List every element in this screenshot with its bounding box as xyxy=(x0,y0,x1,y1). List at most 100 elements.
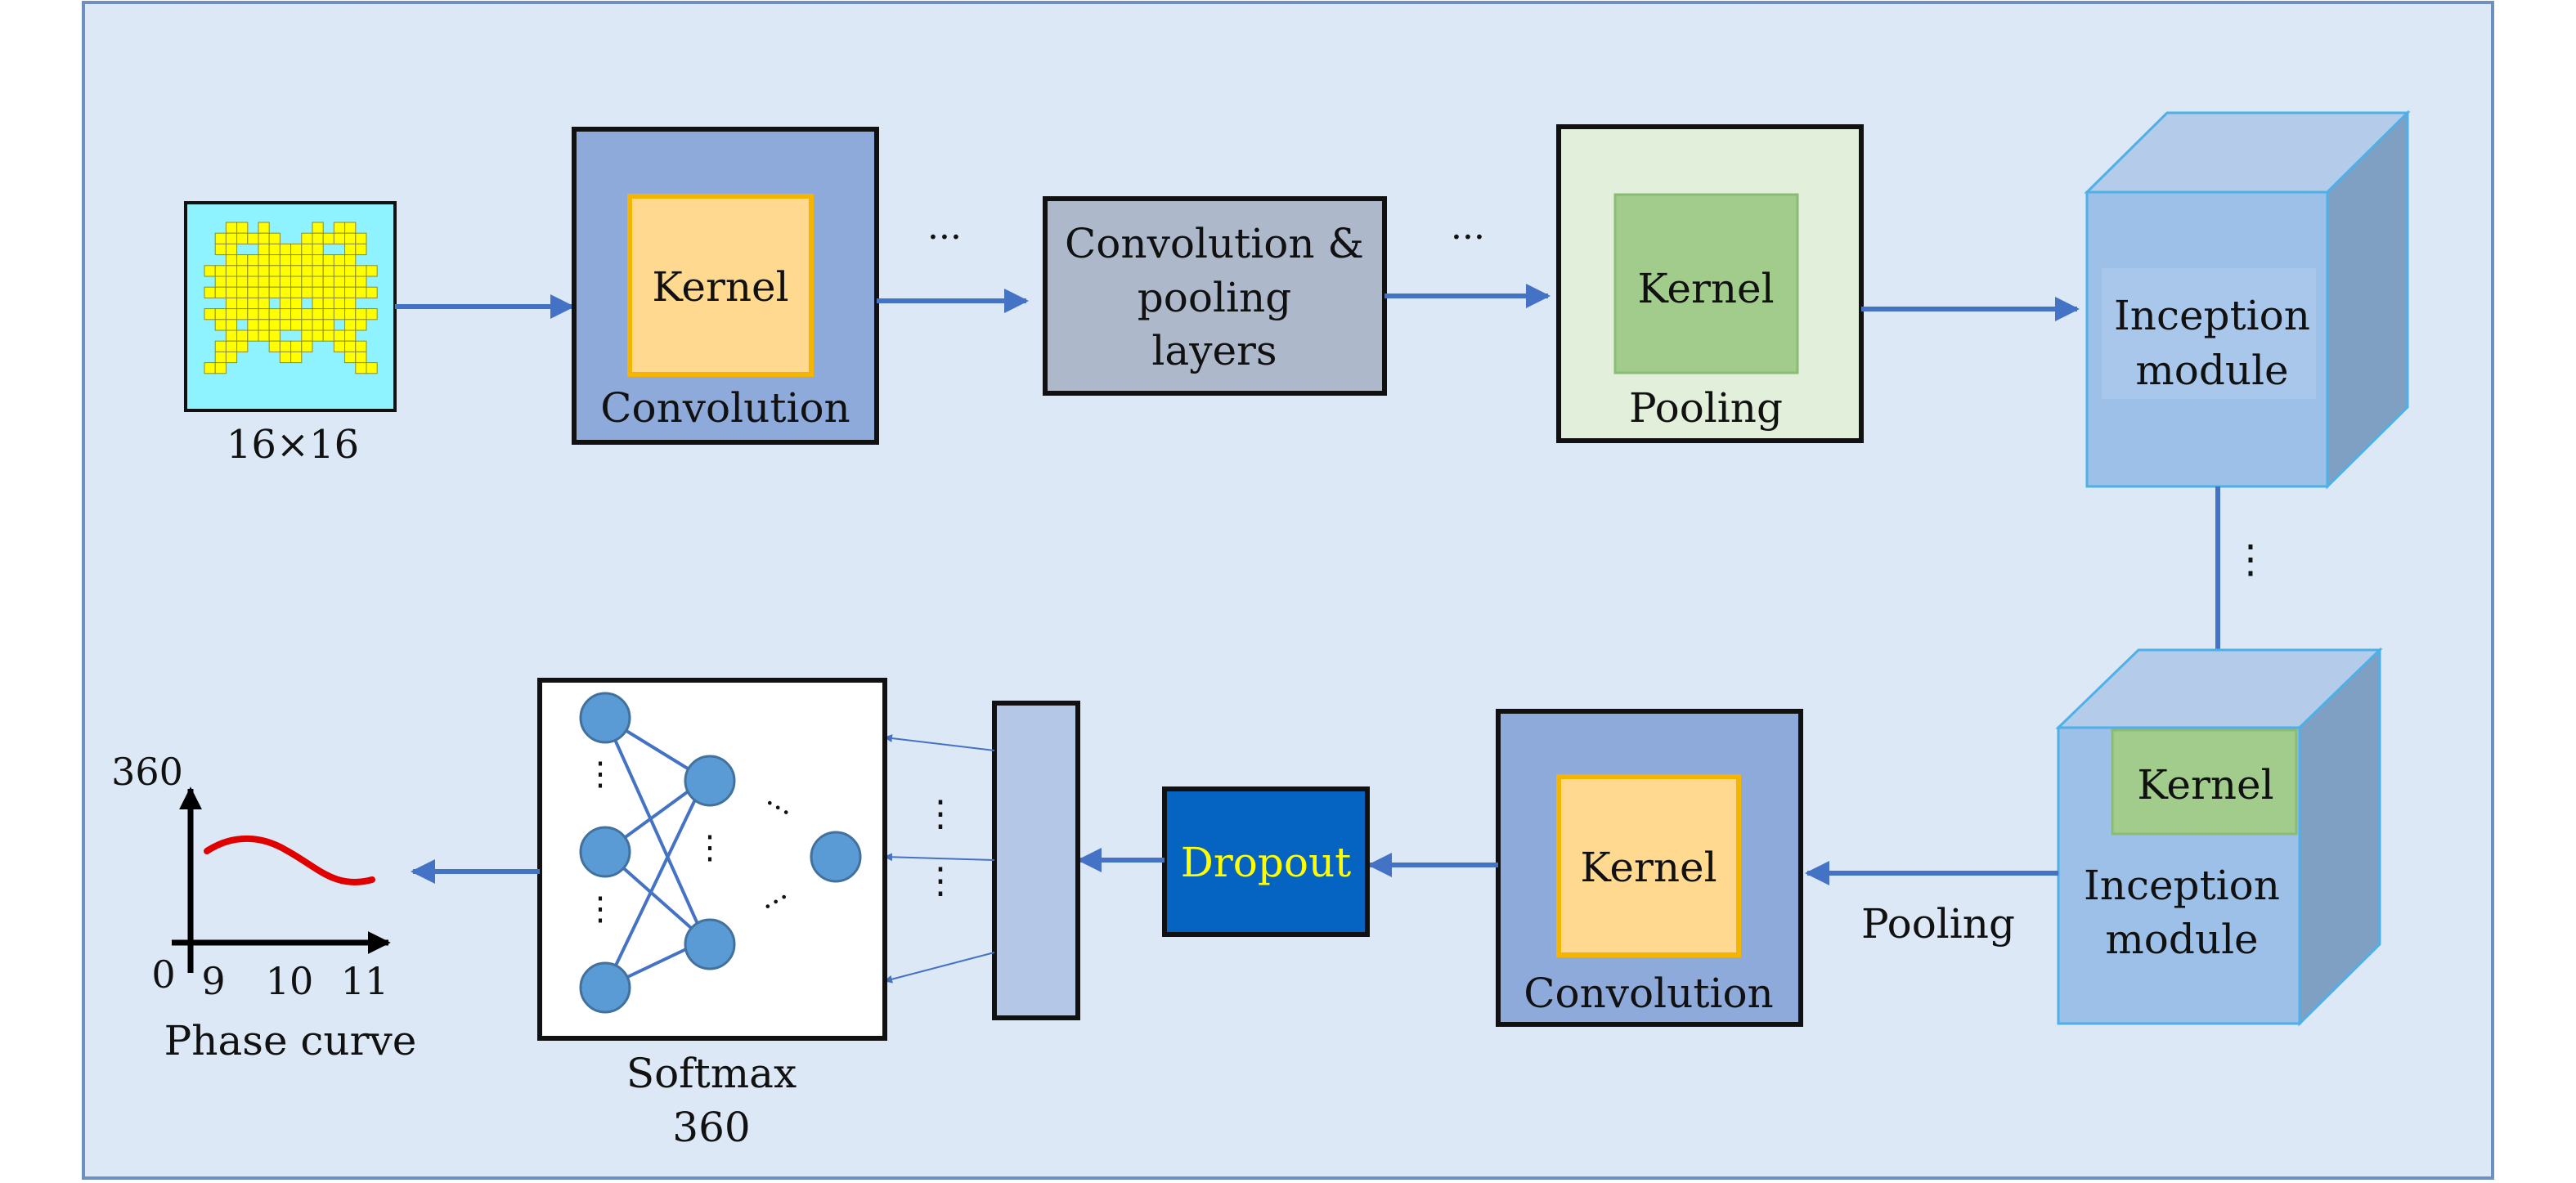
kernel-box-inception xyxy=(2111,728,2298,836)
input-pixel xyxy=(247,319,259,331)
input-pixel xyxy=(225,276,238,288)
input-pixel xyxy=(355,276,367,288)
input-pixel xyxy=(225,351,238,364)
input-pixel xyxy=(322,265,334,277)
input-pixel xyxy=(247,254,259,267)
input-pixel xyxy=(333,329,346,342)
input-pixel xyxy=(225,308,238,320)
input-pixel xyxy=(225,232,238,244)
pixel-grid xyxy=(204,222,378,374)
input-pixel xyxy=(344,276,357,288)
input-pixel xyxy=(344,351,357,364)
input-pixel xyxy=(236,329,249,342)
input-pixel xyxy=(322,254,334,267)
fully-connected-layer xyxy=(992,701,1080,1020)
input-pixel xyxy=(258,243,270,256)
input-pixel xyxy=(236,265,249,277)
input-pixel xyxy=(301,243,313,256)
input-pixel xyxy=(301,308,313,320)
input-pixel xyxy=(258,276,270,288)
input-pixel xyxy=(258,222,270,234)
input-pixel xyxy=(301,265,313,277)
input-pixel xyxy=(322,308,334,320)
input-pixel xyxy=(268,243,280,256)
input-pixel xyxy=(214,340,227,352)
input-pixel xyxy=(290,265,303,277)
input-pixel xyxy=(247,276,259,288)
input-pixel xyxy=(312,254,324,267)
kernel-box-1 xyxy=(627,194,814,377)
softmax-network: ⋮ ⋮ ⋮ ··· ··· xyxy=(537,678,887,1041)
input-pixel xyxy=(312,232,324,244)
net-ellipsis-2: ⋮ xyxy=(584,890,617,928)
input-pixel xyxy=(268,319,280,331)
phase-x-tick-10: 10 xyxy=(266,959,314,1003)
input-pixel xyxy=(301,329,313,342)
input-pixel xyxy=(279,243,292,256)
input-pixel xyxy=(355,308,367,320)
input-pixel xyxy=(322,319,334,331)
input-pixel xyxy=(279,286,292,298)
input-pixel xyxy=(279,340,292,352)
input-pixel xyxy=(312,319,324,331)
input-pixel xyxy=(355,265,367,277)
input-pixel xyxy=(355,286,367,298)
input-pixel xyxy=(247,308,259,320)
input-pixel xyxy=(268,254,280,267)
input-pixel xyxy=(312,308,324,320)
ellipsis-fc-2: ⋮ xyxy=(922,860,958,902)
input-pixel xyxy=(344,265,357,277)
input-pixel xyxy=(301,254,313,267)
input-pixel xyxy=(236,308,249,320)
input-pixel xyxy=(258,265,270,277)
neuron-input-2 xyxy=(579,826,631,878)
input-pixel xyxy=(344,286,357,298)
input-pixel xyxy=(225,329,238,342)
input-pixel xyxy=(344,243,357,256)
input-pixel xyxy=(366,265,378,277)
kernel-box-3 xyxy=(1556,774,1741,957)
input-pixel xyxy=(301,232,313,244)
input-pixel xyxy=(214,286,227,298)
input-pixel xyxy=(279,276,292,288)
conv-pool-line1: Convolution & xyxy=(1065,220,1364,267)
convolution-caption-1: Convolution xyxy=(600,384,850,432)
input-pixel xyxy=(344,232,357,244)
input-pixel xyxy=(204,362,216,374)
input-pixel xyxy=(322,329,334,342)
phase-x-tick-9: 9 xyxy=(201,959,225,1003)
input-pixel xyxy=(279,297,292,310)
input-pixel xyxy=(355,351,367,364)
input-pixel xyxy=(312,222,324,234)
net-ellipsis-1: ⋮ xyxy=(584,755,617,793)
input-pixel xyxy=(312,243,324,256)
neuron-hidden-1 xyxy=(684,755,736,807)
input-pixel xyxy=(344,254,357,267)
phase-y-max: 360 xyxy=(111,750,183,794)
input-pixel xyxy=(366,286,378,298)
input-pixel xyxy=(247,297,259,310)
input-pixel xyxy=(268,329,280,342)
input-pixel xyxy=(258,254,270,267)
input-pixel xyxy=(322,297,334,310)
conv-pool-layers-block: Convolution & pooling layers xyxy=(1043,196,1387,396)
input-pixel xyxy=(258,297,270,310)
input-pixel xyxy=(214,351,227,364)
neuron-hidden-2 xyxy=(684,918,736,970)
input-pixel xyxy=(279,265,292,277)
kernel-box-2 xyxy=(1613,193,1799,374)
input-pixel xyxy=(236,286,249,298)
input-pixel xyxy=(344,340,357,352)
input-pixel xyxy=(214,265,227,277)
input-pixel xyxy=(333,340,346,352)
input-pixel xyxy=(344,308,357,320)
conv-pool-line3: layers xyxy=(1151,327,1277,374)
input-pixel xyxy=(366,308,378,320)
softmax-size: 360 xyxy=(672,1104,750,1151)
convolution-caption-2: Convolution xyxy=(1524,970,1774,1017)
input-pixel xyxy=(290,308,303,320)
input-pixel xyxy=(225,297,238,310)
input-pixel xyxy=(312,276,324,288)
input-pixel xyxy=(247,286,259,298)
input-pixel xyxy=(355,232,367,244)
